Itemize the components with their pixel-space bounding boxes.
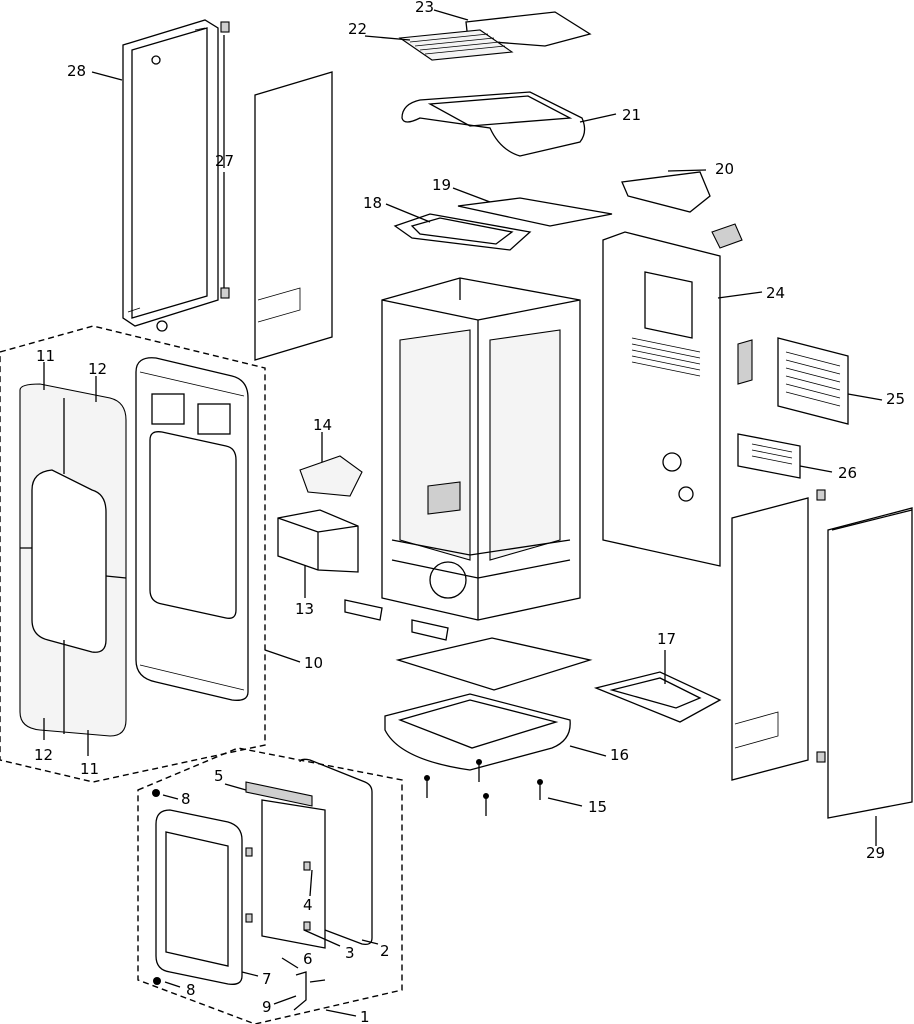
callout-11-top: 11 xyxy=(36,347,55,365)
callout-24: 24 xyxy=(766,284,785,302)
part-1-door-assembly xyxy=(152,758,373,1011)
callout-13: 13 xyxy=(295,600,314,618)
callout-17: 17 xyxy=(657,630,676,648)
callout-6: 6 xyxy=(303,950,313,968)
side-panel-right xyxy=(731,489,826,781)
part-17-tray xyxy=(593,671,722,723)
callout-labels: 28 27 23 22 21 20 19 18 24 25 26 11 12 1… xyxy=(34,0,905,1024)
group-10-boundary xyxy=(0,325,266,783)
callout-9: 9 xyxy=(262,998,272,1016)
callout-16: 16 xyxy=(610,746,629,764)
base-plate xyxy=(395,637,593,691)
callout-20: 20 xyxy=(715,160,734,178)
callout-19: 19 xyxy=(432,176,451,194)
callout-29: 29 xyxy=(866,844,885,862)
part-13-box xyxy=(277,509,359,573)
part-18-frame xyxy=(393,213,532,251)
callout-28: 28 xyxy=(67,62,86,80)
part-15-screws xyxy=(424,759,543,816)
callout-4: 4 xyxy=(303,896,313,914)
callout-10: 10 xyxy=(304,654,323,672)
part-16-base-tray xyxy=(384,693,571,771)
callout-23: 23 xyxy=(415,0,434,16)
callout-21: 21 xyxy=(622,106,641,124)
part-27-side-panel xyxy=(220,21,333,361)
part-29-side-panel xyxy=(827,507,913,819)
part-19-bracket xyxy=(457,197,613,227)
part-11-12-front-panel xyxy=(19,383,127,737)
part-26-grille xyxy=(737,433,801,479)
part-22-top-grille xyxy=(398,29,514,61)
callout-11-bottom: 11 xyxy=(80,760,99,778)
callout-26: 26 xyxy=(838,464,857,482)
leader-lines xyxy=(43,9,883,1017)
callout-7: 7 xyxy=(262,970,272,988)
callout-18: 18 xyxy=(363,194,382,212)
callout-5: 5 xyxy=(214,767,224,785)
callout-8-top: 8 xyxy=(181,790,191,808)
part-20-bracket xyxy=(621,171,743,249)
part-14-bracket xyxy=(299,455,363,497)
part-25-grille xyxy=(737,337,849,425)
part-10-panel-frame xyxy=(135,357,249,701)
callout-2: 2 xyxy=(380,942,390,960)
callout-8-bottom: 8 xyxy=(186,981,196,999)
part-21-top-frame xyxy=(401,91,586,157)
callout-15: 15 xyxy=(588,798,607,816)
callout-3: 3 xyxy=(345,944,355,962)
callout-12-bottom: 12 xyxy=(34,746,53,764)
callout-25: 25 xyxy=(886,390,905,408)
part-24-rear-panel xyxy=(602,231,721,567)
main-stove-body xyxy=(381,277,581,621)
foot-handles xyxy=(344,599,449,641)
part-28-rear-frame xyxy=(122,19,219,332)
callout-14: 14 xyxy=(313,416,332,434)
callout-22: 22 xyxy=(348,20,367,38)
callout-27: 27 xyxy=(215,152,234,170)
callout-12-top: 12 xyxy=(88,360,107,378)
group-1-boundary xyxy=(137,747,403,1024)
callout-1: 1 xyxy=(360,1008,370,1024)
